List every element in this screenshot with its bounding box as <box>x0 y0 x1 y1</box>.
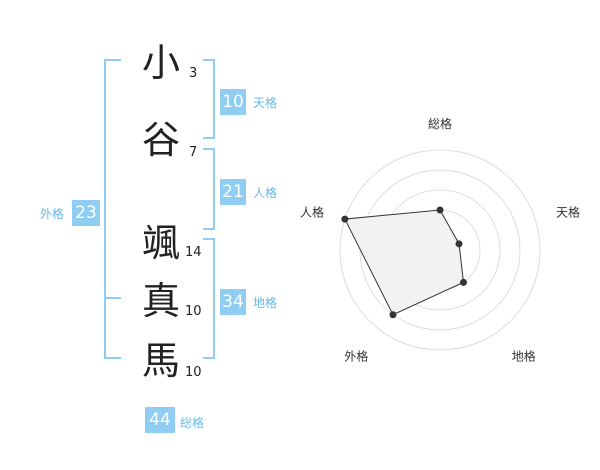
jinkaku-bracket-bottom <box>203 228 215 230</box>
jinkaku-label: 人格 <box>253 186 278 200</box>
stroke-count-3: 14 <box>185 245 202 260</box>
chikaku-label: 地格 <box>253 296 278 310</box>
radar-axis-label-1: 総格 <box>428 116 452 131</box>
name-char-1: 小 <box>141 41 180 85</box>
gaikaku-bracket-top <box>104 59 121 61</box>
stroke-count-2: 7 <box>189 145 198 160</box>
tenkaku-bracket-top <box>203 59 215 61</box>
chikaku-bracket-bottom <box>203 357 215 359</box>
jinkaku-value: 21 <box>220 179 246 205</box>
gaikaku-label: 外格 <box>40 207 65 221</box>
chikaku-bracket <box>213 238 215 359</box>
chikaku-bracket-top <box>203 238 215 240</box>
name-char-4: 真 <box>141 279 180 323</box>
tenkaku-bracket <box>213 59 215 139</box>
radar-ring <box>339 149 541 351</box>
radar-axis-label-3: 地格 <box>512 349 536 364</box>
radar-axis-label-5: 人格 <box>300 204 324 219</box>
jinkaku-bracket <box>213 148 215 230</box>
stroke-count-4: 10 <box>185 304 202 319</box>
radar-point-1 <box>436 206 444 214</box>
gaikaku-bracket-mid <box>104 297 121 299</box>
radar-axis-label-4: 外格 <box>344 349 368 364</box>
radar-polygon <box>344 209 465 316</box>
tenkaku-bracket-bottom <box>203 137 215 139</box>
stroke-count-5: 10 <box>185 365 202 380</box>
name-char-3: 颯 <box>141 221 180 265</box>
soukaku-value: 44 <box>145 407 175 433</box>
radar-point-5 <box>341 215 349 223</box>
radar-point-4 <box>389 311 397 319</box>
gaikaku-bracket-bottom <box>104 357 121 359</box>
radar-point-3 <box>460 278 468 286</box>
tenkaku-label: 天格 <box>253 96 278 110</box>
name-char-2: 谷 <box>141 118 180 162</box>
stroke-count-1: 3 <box>189 66 198 81</box>
chikaku-value: 34 <box>220 289 246 315</box>
radar-point-2 <box>455 240 463 248</box>
gaikaku-value: 23 <box>72 200 100 226</box>
radar-axis-label-2: 天格 <box>556 204 580 219</box>
tenkaku-value: 10 <box>220 89 246 115</box>
jinkaku-bracket-top <box>203 148 215 150</box>
soukaku-label: 総格 <box>180 416 205 430</box>
name-char-5: 馬 <box>141 339 180 383</box>
radar-series <box>341 206 468 319</box>
gaikaku-bracket <box>104 59 106 359</box>
